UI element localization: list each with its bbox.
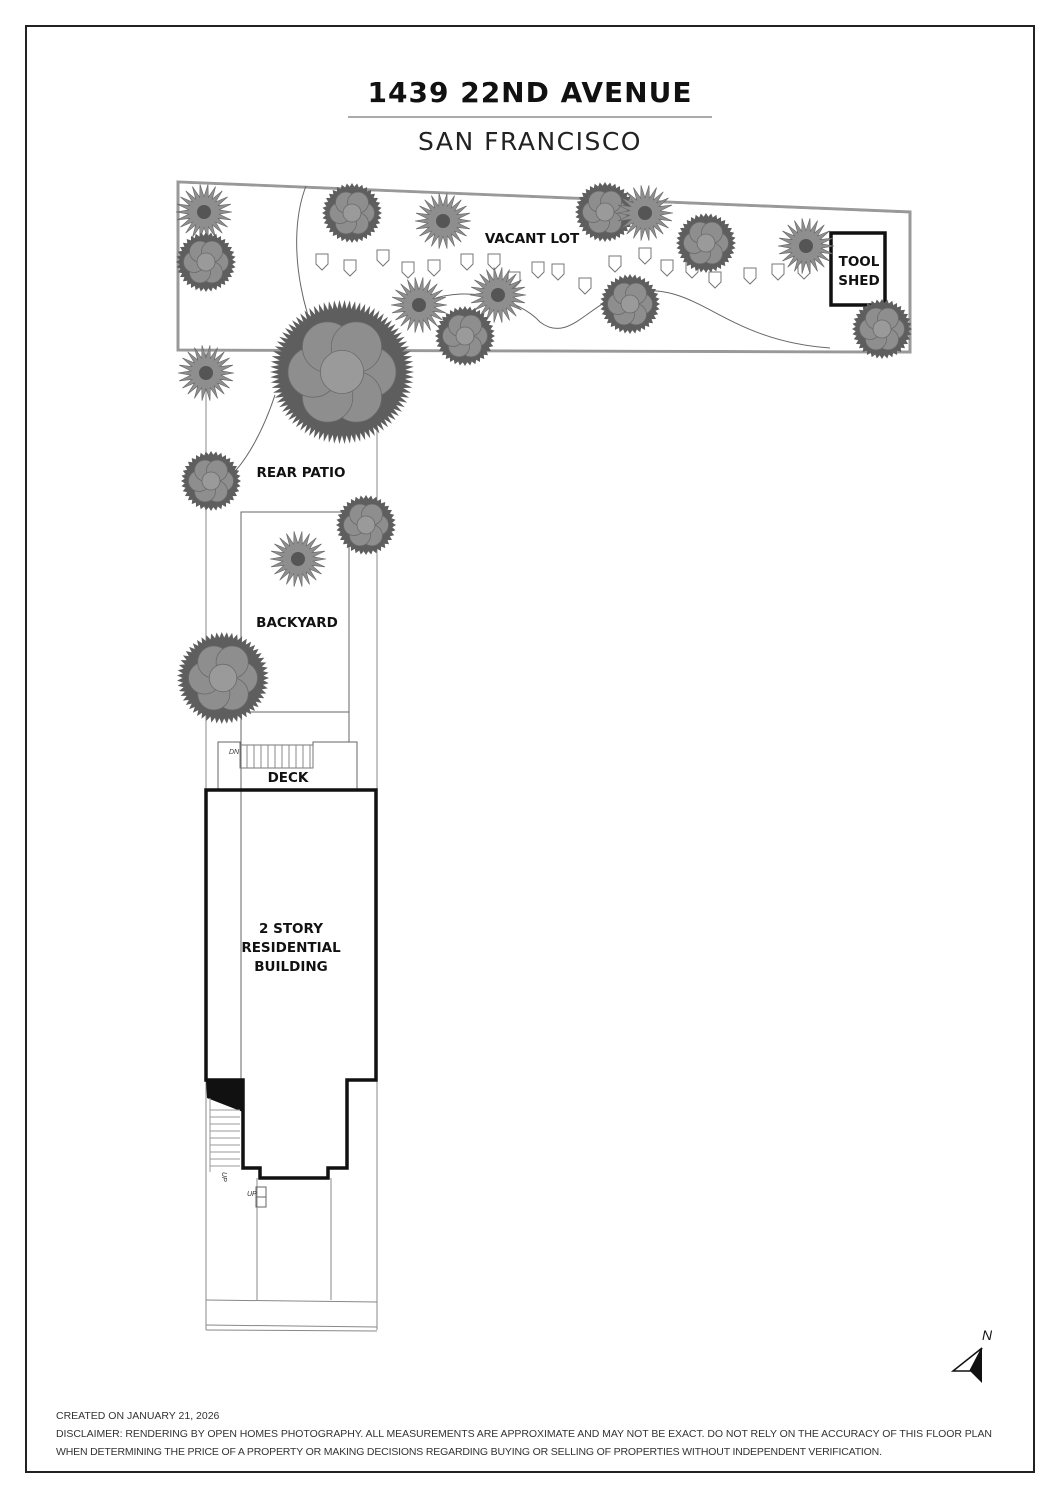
shrub-tree-icon [575,182,635,242]
palm-tree-icon [175,184,233,240]
plant-marker [660,259,674,277]
plant-marker [531,261,545,279]
shrub-tree-icon [181,451,241,511]
shrub-tree-icon [176,232,236,292]
plant-marker [638,247,652,265]
vacant-lot-label: VACANT LOT [485,231,580,247]
plant-marker [376,249,390,267]
palm-tree-icon [177,345,235,401]
palm-tree-icon [616,185,674,241]
shrub-tree-icon [270,300,414,444]
plant-marker [578,277,592,295]
palm-tree-icon [269,531,327,587]
plant-marker [315,253,329,271]
shrub-tree-icon [676,213,736,273]
deck-label: DECK [268,770,309,786]
deck-stairs [239,744,314,769]
palm-tree-icon [390,277,448,333]
shrub-tree-icon [600,274,660,334]
rear-patio-label: REAR PATIO [257,465,346,481]
palm-tree-icon [469,267,527,323]
shrub-tree-icon [435,306,495,366]
created-date: CREATED ON JANUARY 21, 2026 [56,1410,220,1422]
page-subtitle: SAN FRANCISCO [418,127,642,156]
disclaimer-line-1: DISCLAIMER: RENDERING BY OPEN HOMES PHOT… [56,1428,992,1440]
plant-marker [771,263,785,281]
tool-shed [829,231,887,307]
disclaimer-line-2: WHEN DETERMINING THE PRICE OF A PROPERTY… [56,1446,882,1458]
vacant-lot-boundary [176,180,912,354]
stair-up-front-label: UP [247,1191,257,1198]
north-arrow: N [950,1327,993,1383]
plant-marker [487,253,501,271]
shrub-tree-icon [336,495,396,555]
north-label: N [982,1327,993,1343]
palm-tree-icon [414,193,472,249]
building-label-3: BUILDING [254,959,328,975]
stair-down-label: DN [229,749,240,756]
plant-marker [427,259,441,277]
shrub-tree-icon [322,183,382,243]
plant-row [315,247,811,295]
side-stairs [209,1098,240,1172]
stair-up-side-label: UP [220,1172,227,1182]
residential-building [204,788,378,1180]
trees [175,182,912,724]
plant-marker [608,255,622,273]
building-entry-fill [206,1080,243,1112]
deck: DN [217,741,358,790]
tool-shed-label-1: TOOL [839,254,880,270]
plant-marker [460,253,474,271]
front-stairs: UP [247,1186,267,1208]
plant-marker [343,259,357,277]
plant-marker [708,271,722,289]
shrub-tree-icon [852,299,912,359]
plant-marker [743,267,757,285]
page-title: 1439 22ND AVENUE [368,76,693,109]
page-frame [25,25,1035,1473]
building-label-1: 2 STORY [259,921,323,937]
plant-marker [551,263,565,281]
palm-tree-icon [777,218,835,274]
plant-marker [401,261,415,279]
tool-shed-label-2: SHED [838,273,879,289]
backyard-label: BACKYARD [256,615,338,631]
building-label-2: RESIDENTIAL [241,940,341,956]
shrub-tree-icon [177,632,269,724]
